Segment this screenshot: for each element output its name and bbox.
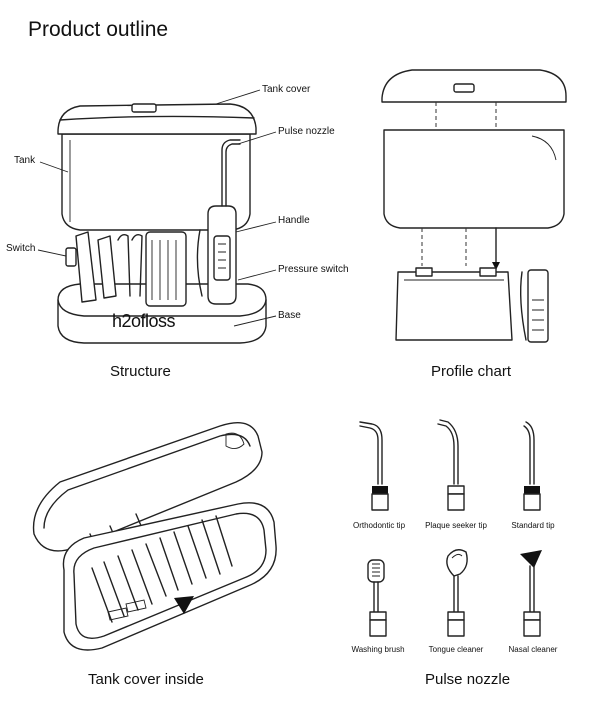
caption-tank-cover-inside: Tank cover inside [88,671,204,688]
label-tank: Tank [14,155,36,166]
tip-label-orthodontic: Orthodontic tip [352,521,406,530]
tank-inside-drawing [32,422,277,651]
pulse-nozzle-drawing [359,419,542,637]
label-switch: Switch [6,243,36,254]
caption-profile-chart: Profile chart [431,363,512,380]
label-pressure-switch: Pressure switch [278,264,349,275]
caption-pulse-nozzle: Pulse nozzle [425,671,511,688]
structure-drawing [37,89,277,344]
brand-logo: h2ofloss [112,311,176,331]
profile-drawing [381,69,567,343]
label-pulse-nozzle: Pulse nozzle [278,126,335,137]
caption-structure: Structure [110,363,171,380]
tip-label-tongue-cleaner: Tongue cleaner [428,645,484,654]
tip-label-standard: Standard tip [511,521,555,530]
tip-label-nasal-cleaner: Nasal cleaner [508,645,558,654]
page-title: Product outline [28,18,169,41]
label-tank-cover: Tank cover [262,84,311,95]
label-base: Base [278,310,301,321]
label-handle: Handle [278,215,310,226]
tip-label-washing-brush: Washing brush [351,645,405,654]
tip-label-plaque-seeker: Plaque seeker tip [425,521,487,530]
